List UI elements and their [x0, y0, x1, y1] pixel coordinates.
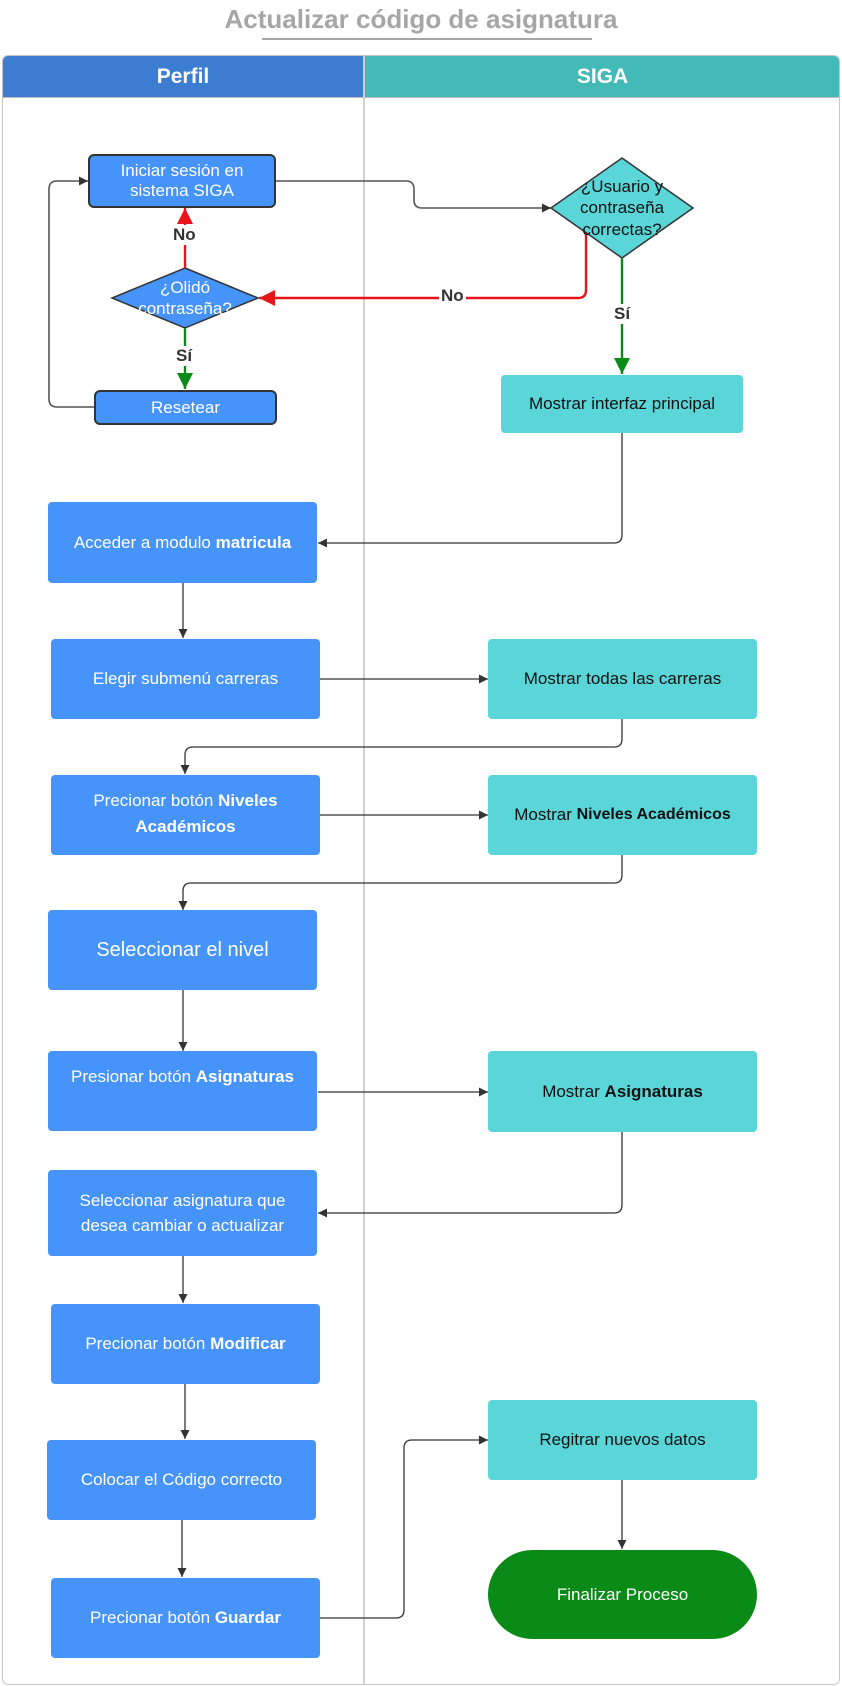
node-select-level: Seleccionar el nivel: [48, 910, 317, 990]
diagram-title: Actualizar código de asignatura: [224, 4, 618, 34]
edge-show-subjects-to-select: [318, 1132, 623, 1218]
edge-login-to-check: [276, 180, 551, 213]
edge-label-forgot-no: No: [171, 225, 198, 245]
node-show-subjects-text: Mostrar: [542, 1081, 600, 1101]
node-reset: Resetear: [94, 390, 277, 425]
node-select-subject: Seleccionar asignatura que desea cambiar…: [48, 1170, 317, 1256]
edge-main-to-access: [318, 433, 623, 548]
lane-header-siga: SIGA: [364, 56, 839, 98]
node-enter-code: Colocar el Código correcto: [47, 1440, 316, 1520]
node-show-subjects: Mostrar Asignaturas: [488, 1051, 757, 1132]
node-press-levels: Precionar botón Niveles Académicos: [51, 775, 320, 855]
node-press-levels-text: Precionar botón: [93, 791, 219, 810]
node-show-careers: Mostrar todas las carreras: [488, 639, 757, 719]
node-press-subjects: Presionar botón Asignaturas: [48, 1051, 317, 1131]
edge-careers-to-levels-btn: [180, 719, 623, 774]
edge-reset-loop: [48, 176, 94, 408]
node-press-modify-text: Precionar botón: [85, 1334, 206, 1354]
edge-label-check-si: Sí: [612, 304, 633, 324]
edge-label-check-no: No: [439, 286, 466, 306]
node-check-user: ¿Usuario y contraseña correctas?: [579, 177, 665, 239]
node-access-module-text: Acceder a modulo: [73, 532, 211, 552]
node-register-data: Regitrar nuevos datos: [488, 1400, 757, 1480]
node-access-module: Acceder a modulo matricula: [48, 502, 317, 583]
node-show-levels-text: Mostrar: [514, 805, 572, 825]
node-forgot-password: ¿Olidó contraseña?: [138, 277, 232, 318]
node-login: Iniciar sesión en sistema SIGA: [88, 154, 276, 208]
edge-show-levels-to-select: [178, 855, 623, 910]
node-access-module-bold: matricula: [215, 532, 292, 552]
node-show-levels: Mostrar Niveles Académicos: [488, 775, 757, 855]
lane-header-perfil: Perfil: [3, 56, 363, 98]
node-press-modify-bold: Modificar: [210, 1334, 286, 1354]
edge-check-no: [259, 233, 588, 306]
swimlane-pool: Perfil SIGA: [2, 55, 840, 1685]
edge-save-to-register: [320, 1435, 488, 1619]
node-show-levels-bold: Niveles Académicos: [576, 806, 731, 823]
node-press-save-bold: Guardar: [214, 1608, 281, 1628]
node-press-modify: Precionar botón Modificar: [51, 1304, 320, 1384]
node-main-interface: Mostrar interfaz principal: [501, 375, 743, 433]
node-finish-process: Finalizar Proceso: [488, 1550, 757, 1639]
node-press-subjects-text: Presionar botón: [71, 1067, 196, 1086]
node-show-subjects-bold: Asignaturas: [604, 1081, 703, 1101]
lane-divider: [363, 56, 365, 1684]
node-press-save-text: Precionar botón: [90, 1608, 211, 1628]
node-press-subjects-bold: Asignaturas: [195, 1067, 294, 1086]
node-press-levels-bold: Niveles Académicos: [135, 791, 278, 836]
node-choose-submenu: Elegir submenú carreras: [51, 639, 320, 719]
node-press-save: Precionar botón Guardar: [51, 1578, 320, 1658]
title-underline: [262, 38, 592, 40]
edge-label-forgot-si: Sí: [174, 346, 195, 366]
